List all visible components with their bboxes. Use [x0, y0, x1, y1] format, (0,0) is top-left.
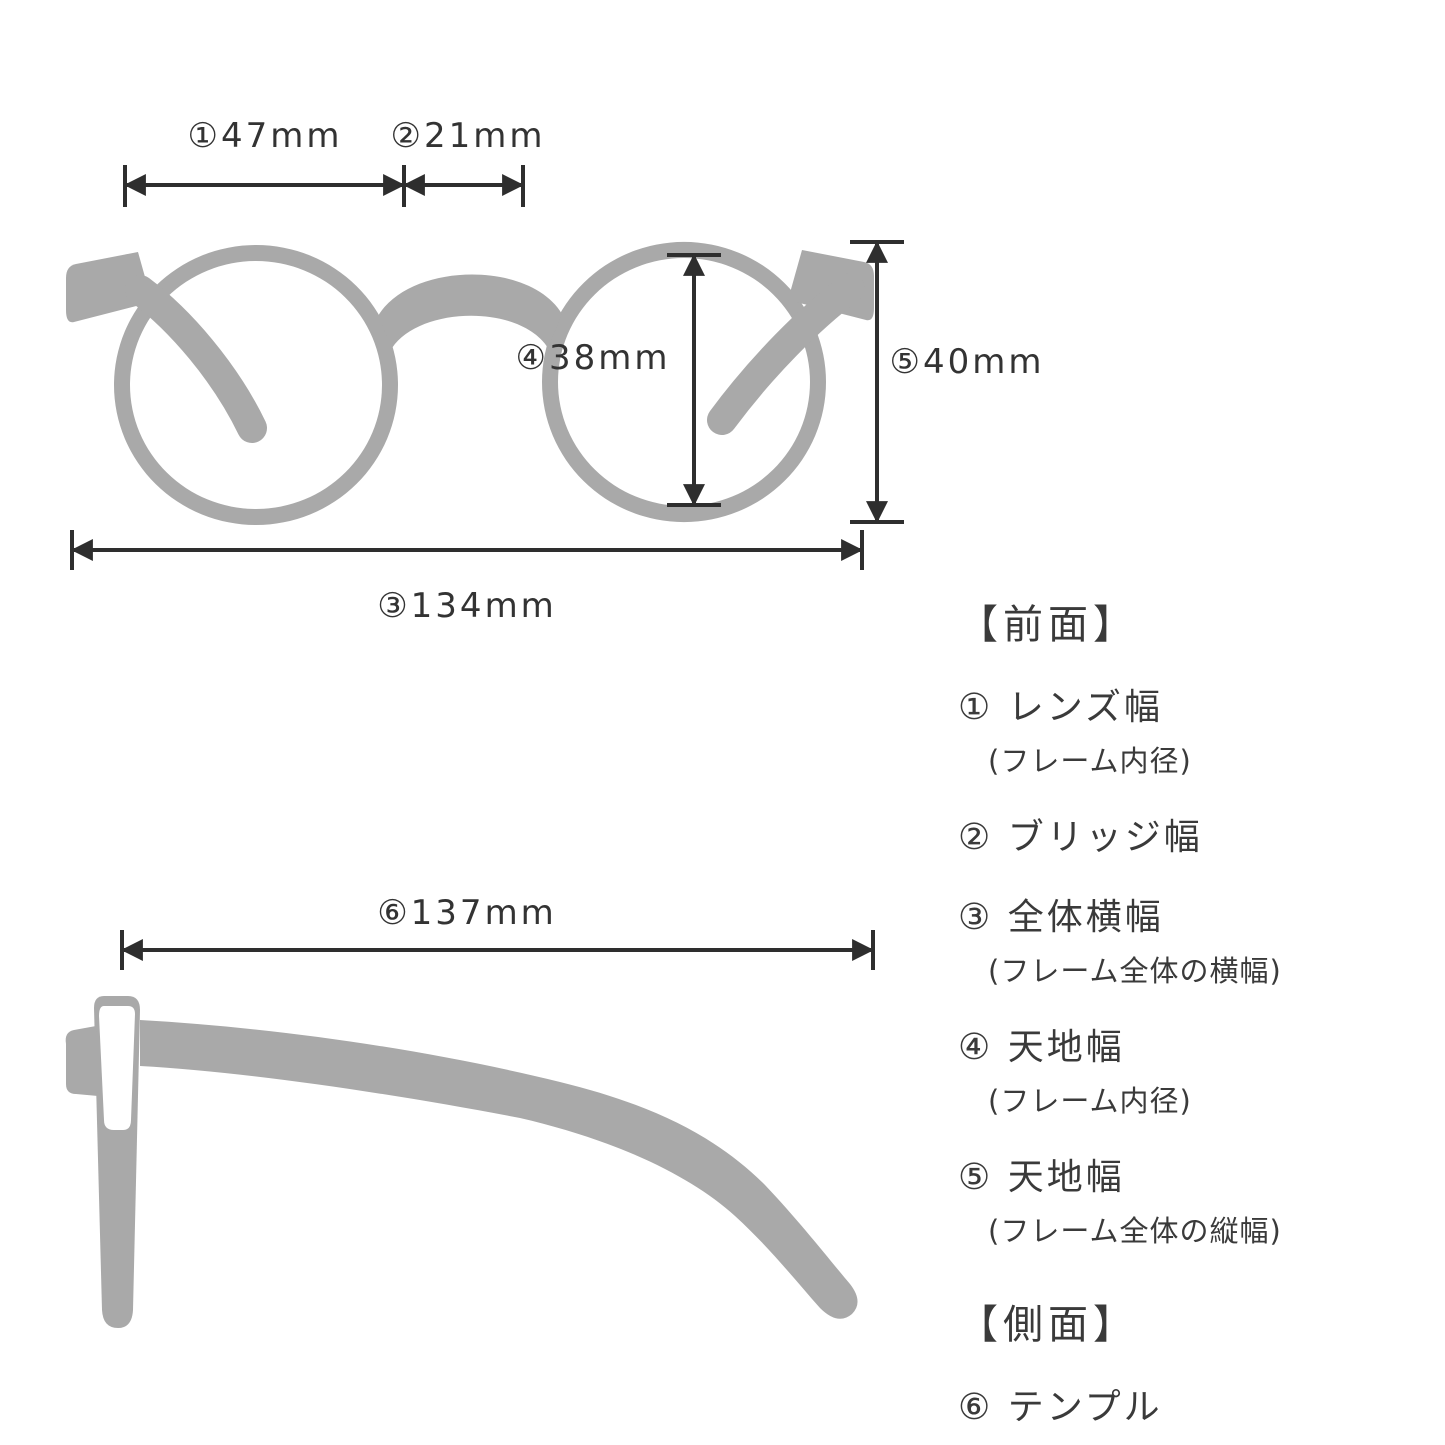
legend: 【前面】 ① レンズ幅 (フレーム内径) ② ブリッジ幅 ③ 全体横幅 (フレー… [958, 592, 1445, 1445]
side-view-silhouette [65, 996, 858, 1328]
lens-height-dimension-label: ④38mm [515, 338, 671, 378]
legend-label: ② ブリッジ幅 [958, 817, 1203, 858]
front-view-silhouette [66, 241, 874, 525]
side-nose-bump [65, 1026, 98, 1096]
legend-item-lens-height: ④ 天地幅 (フレーム内径) [958, 1018, 1445, 1120]
legend-label: ④ 天地幅 [958, 1027, 1125, 1068]
lens-width-dimension-label: ①47mm [187, 116, 343, 156]
legend-item-temple-length: ⑥ テンプル (カーブを伸ばした長さ) [958, 1378, 1445, 1445]
legend-label: ③ 全体横幅 [958, 897, 1164, 938]
legend-front-title: 【前面】 [958, 602, 1138, 648]
bridge [378, 274, 562, 348]
side-temple-arm [140, 1020, 858, 1319]
left-endpiece [66, 252, 152, 323]
temple-length-dimension-label: ⑥137mm [377, 893, 557, 933]
legend-item-frame-height: ⑤ 天地幅 (フレーム全体の縦幅) [958, 1148, 1445, 1250]
right-folded-temple [707, 273, 865, 435]
frame-height-dimension-label: ⑤40mm [889, 342, 1045, 382]
dimension-lines [70, 165, 904, 970]
total-width-dimension-label: ③134mm [377, 586, 557, 626]
legend-note: (フレーム全体の横幅) [988, 954, 1282, 988]
legend-label: ⑥ テンプル [958, 1387, 1163, 1428]
legend-side-title: 【側面】 [958, 1302, 1138, 1348]
bridge-width-dimension-label: ②21mm [390, 116, 546, 156]
legend-item-bridge-width: ② ブリッジ幅 [958, 808, 1445, 860]
legend-item-total-width: ③ 全体横幅 (フレーム全体の横幅) [958, 888, 1445, 990]
legend-note: (フレーム全体の縦幅) [988, 1214, 1282, 1248]
legend-label: ① レンズ幅 [958, 687, 1163, 728]
legend-note: (カーブを伸ばした長さ) [958, 1438, 1445, 1445]
right-lens-rim [541, 241, 826, 523]
legend-item-lens-width: ① レンズ幅 (フレーム内径) [958, 678, 1445, 780]
left-folded-temple [125, 275, 267, 443]
side-lens-opening [99, 1006, 135, 1130]
legend-note: (フレーム内径) [988, 744, 1192, 778]
legend-note: (フレーム内径) [988, 1084, 1192, 1118]
legend-label: ⑤ 天地幅 [958, 1157, 1125, 1198]
